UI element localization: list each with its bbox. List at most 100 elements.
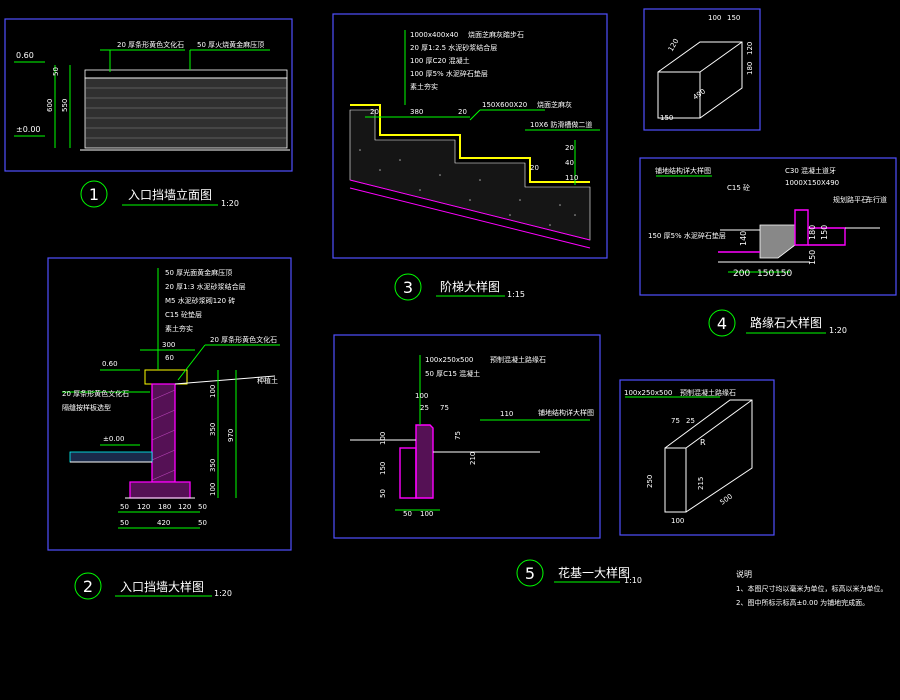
d2-side-note-4: 种植土 (257, 376, 278, 385)
left-paving (69, 451, 153, 463)
d2-dim-r1: 100 (209, 385, 217, 398)
detail-1-title: 入口挡墙立面图 (128, 187, 212, 202)
d2-side-note-3: 隔缝按样板选型 (62, 403, 111, 412)
d3-side-note-1: 150X600X20 (482, 101, 527, 109)
d5-iso-dim-4: 250 (646, 475, 654, 488)
level-000: ±0.00 (16, 125, 41, 134)
d5-note-2: 预制混凝土路缘石 (490, 355, 546, 364)
d5-dim-11: 100 (420, 510, 433, 518)
d2-level-060: 0.60 (102, 360, 118, 368)
d5-iso-dim-6: 500 (719, 492, 735, 506)
d4-note-5: 1000X150X490 (785, 179, 839, 187)
d5-iso-note: 预制混凝土路缘石 (680, 388, 736, 397)
d3-note-3: 100 厚C20 混凝土 (410, 56, 470, 65)
d3-side-note-2: 10X6 防滑槽做二道 (530, 120, 592, 129)
stair-profile (350, 104, 590, 183)
d2-dim-b6: 50 (120, 519, 129, 527)
d4-dim-4: 140 (739, 231, 748, 246)
d4-dim-6: 180 (808, 225, 817, 240)
d4-iso-dim-2: 150 (727, 14, 740, 22)
brick-hatch (151, 389, 176, 481)
detail-4-bubble (708, 309, 736, 337)
d4-note-4: C30 混凝土道牙 (785, 166, 836, 175)
d5-dim-4: 110 (500, 410, 513, 418)
d2-dim-b5: 50 (198, 503, 207, 511)
detail-4-scale: 1:20 (829, 326, 847, 335)
dim-50: 50 (52, 67, 60, 76)
flat-stone (808, 227, 846, 246)
d5-dim-8: 150 (379, 462, 387, 475)
d2-note-4: C15 砼垫层 (165, 310, 202, 319)
d5-dim-1: 100 (415, 392, 428, 400)
detail-1: 0.60 ±0.00 50 600 550 20 厚条形黄色文化石 50 厚火烧… (4, 18, 293, 208)
detail-5-number: 5 (525, 564, 535, 583)
notes-line-2: 2、图中所标示标高±0.00 为铺地完成面。 (736, 598, 869, 607)
d4-dim-2: 150 (757, 269, 774, 279)
d3-dim-4: 20 (565, 144, 574, 152)
d4-iso-dim-4: 120 (667, 37, 681, 53)
detail-4-title: 路缘石大样图 (750, 315, 822, 330)
stone-wall-hatch (85, 87, 287, 139)
d5-iso-dim-1: 75 (671, 417, 680, 425)
curb-stone (794, 209, 809, 246)
note-culture-stone: 20 厚条形黄色文化石 (117, 40, 184, 49)
d4-note-1: 铺地结构详大样图 (655, 166, 711, 175)
d5-base (399, 447, 417, 499)
d3-dim-5: 40 (565, 159, 574, 167)
detail-1-scale: 1:20 (221, 199, 239, 208)
d4-iso-dim-3: 490 (692, 87, 708, 101)
detail-4-frame (639, 157, 897, 296)
d2-note-1: 50 厚光面黄金麻压顶 (165, 268, 232, 277)
d2-dim-r5: 970 (227, 429, 235, 442)
d5-dim-10: 50 (403, 510, 412, 518)
d4-iso-dim-1: 100 (708, 14, 721, 22)
d3-note-4: 100 厚5% 水泥碎石垫层 (410, 69, 488, 78)
d2-dim-r4: 100 (209, 483, 217, 496)
d5-iso-dim-3: R (700, 438, 706, 447)
d4-dim-5: 150 (808, 250, 817, 265)
detail-3-scale: 1:15 (507, 290, 525, 299)
notes-line-1: 1、本图尺寸均以毫米为单位，标高以米为单位。 (736, 584, 887, 593)
d5-note-4: 铺地结构详大样图 (538, 408, 594, 417)
notes-heading: 说明 (736, 569, 752, 579)
d2-note-2: 20 厚1:3 水泥砂浆结合层 (165, 282, 246, 291)
d3-dim-1: 20 (370, 108, 379, 116)
detail-2: 0.60 ±0.00 50 厚光面黄金麻压顶 20 厚1:3 水泥砂浆结合层 M… (47, 257, 292, 600)
detail-1-frame (4, 18, 293, 172)
detail-3: 1000x400x40 烧面芝麻灰踏步石 20 厚1:2.5 水泥砂浆结合层 1… (332, 13, 608, 301)
d3-dim-2: 380 (410, 108, 423, 116)
detail-3-number: 3 (403, 278, 413, 297)
d2-dim-r2: 350 (209, 423, 217, 436)
d2-dim-b1: 50 (120, 503, 129, 511)
d4-note-6: 规划路平石 (833, 195, 868, 204)
d5-iso-dim-2: 25 (686, 417, 695, 425)
detail-5-frame (333, 334, 601, 539)
detail-2-bubble (74, 572, 102, 600)
d4-dim-1: 200 (733, 269, 750, 279)
d3-note-2: 20 厚1:2.5 水泥砂浆结合层 (410, 43, 497, 52)
dim-550: 550 (61, 99, 69, 112)
d2-note-3: M5 水泥砂浆砌120 砖 (165, 296, 235, 305)
detail-3-bubble (394, 273, 422, 301)
level-060: 0.60 (16, 51, 34, 60)
d4-note-3: 150 厚5% 水泥碎石垫层 (648, 231, 726, 240)
detail-5: 100x250x500 预制混凝土路缘石 50 厚C15 混凝土 铺地结构详大样… (333, 334, 775, 587)
curb-iso (657, 41, 743, 119)
d5-dim-3: 75 (440, 404, 449, 412)
detail-4-iso-frame (643, 8, 761, 131)
d5-dim-6: 210 (469, 452, 477, 465)
d2-side-note-1: 20 厚条形黄色文化石 (210, 335, 277, 344)
d2-dim-b7: 420 (157, 519, 170, 527)
detail-5-iso-frame (619, 379, 775, 536)
d5-iso-dim-7: 100 (671, 517, 684, 525)
curb-concrete (759, 224, 796, 259)
d2-dim-b3: 180 (158, 503, 171, 511)
d2-side-note-2: 20 厚条形黄色文化石 (62, 389, 129, 398)
d2-note-5: 素土夯实 (165, 324, 193, 333)
d5-iso-dim-5: 215 (697, 477, 705, 490)
d5-dim-7: 100 (379, 432, 387, 445)
d5-note-1: 100x250x500 (425, 356, 473, 364)
detail-5-title: 花基一大样图 (558, 565, 630, 580)
detail-2-title: 入口挡墙大样图 (120, 579, 204, 594)
